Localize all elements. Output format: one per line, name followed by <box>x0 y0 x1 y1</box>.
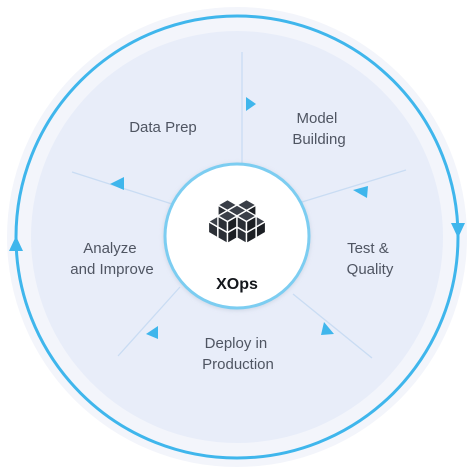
segment-label-line: Quality <box>347 261 394 278</box>
center-label: XOps <box>216 276 258 293</box>
cycle-arrow-left-icon <box>9 236 23 251</box>
segment-label-line: Deploy in <box>205 335 268 352</box>
segment-label-model-building: Model Building <box>292 110 345 148</box>
flow-arrow-upper-left-icon <box>110 177 124 190</box>
divider-lower-right <box>292 293 373 359</box>
segment-label-test-quality: Test & Quality <box>347 240 394 278</box>
segment-label-line: Test & <box>347 240 389 257</box>
cube-block <box>217 209 238 234</box>
flow-arrow-lower-right-icon <box>321 322 334 335</box>
segment-label-line: and Improve <box>70 261 153 278</box>
divider-upper-right <box>301 169 407 203</box>
segment-label-data-prep: Data Prep <box>129 119 197 136</box>
segment-label-line: Production <box>202 356 274 373</box>
cube-cluster-icon <box>207 198 267 245</box>
flow-arrow-top-icon <box>246 97 256 111</box>
cube-face <box>236 209 257 223</box>
segment-label-line: Analyze <box>83 240 136 257</box>
flow-arrow-upper-right-icon <box>353 186 368 198</box>
flow-arrows <box>110 97 368 339</box>
segment-label-line: Data Prep <box>129 119 197 136</box>
segment-label-line: Building <box>292 131 345 148</box>
cube-face <box>217 209 238 223</box>
cube-block <box>236 209 257 234</box>
segment-label-deploy: Deploy in Production <box>202 335 274 373</box>
cycle-arrow-right-icon <box>451 223 465 238</box>
segment-label-analyze: Analyze and Improve <box>70 240 153 278</box>
divider-lower-left <box>117 286 181 357</box>
segment-label-line: Model <box>296 110 337 127</box>
flow-arrow-lower-left-icon <box>146 326 158 339</box>
